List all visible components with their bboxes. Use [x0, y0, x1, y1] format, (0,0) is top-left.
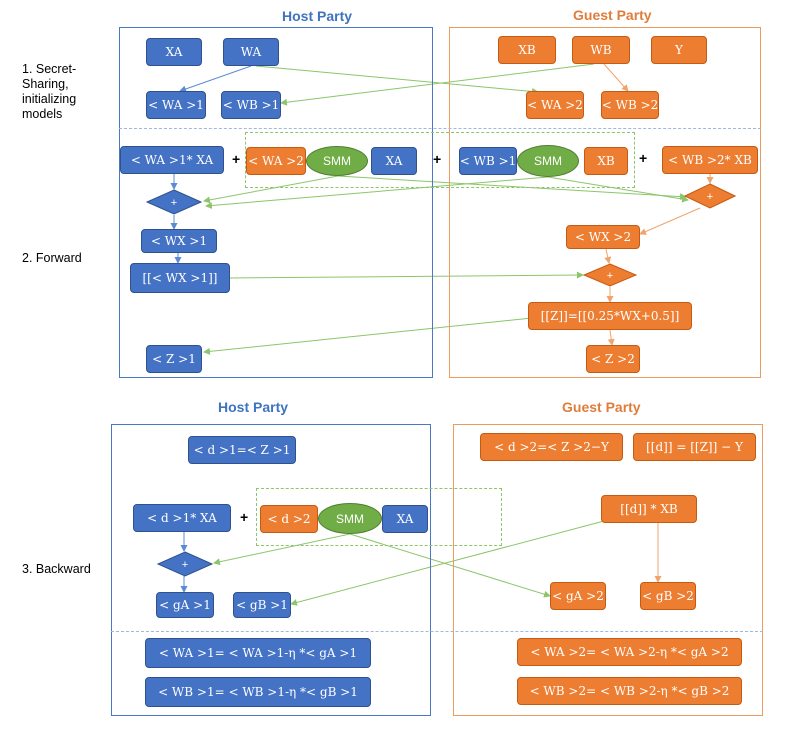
step-1-line: models	[22, 107, 63, 121]
top-plus-sign: +	[433, 151, 442, 167]
host-wx1-box: < WX >1	[141, 229, 217, 253]
guest-wb2xb-box: < WB >2* XB	[662, 146, 758, 174]
diamond-plus: +	[171, 197, 177, 209]
host-wb1-box: < WB >1	[221, 91, 281, 119]
host-sum-diamond: +	[146, 189, 202, 215]
arrow-wa-to-wa1	[179, 65, 252, 93]
top-smm-group	[245, 132, 635, 188]
guest-dxb-box: [[d]] * XB	[601, 495, 697, 523]
step-1-label: 1. Secret- Sharing, initializing models	[22, 62, 76, 122]
host-xa-box: XA	[146, 38, 202, 66]
guest-d2-box: < d >2=< Z >2−Y	[480, 433, 623, 461]
arrow-smm2-to-guest-sum	[547, 176, 689, 203]
guest-smm-ellipse: SMM	[517, 145, 579, 177]
guest-xb-smm-box: XB	[584, 147, 628, 175]
host-smm-ellipse: SMM	[306, 146, 368, 176]
host-z1-box: < Z >1	[146, 345, 202, 373]
arrow-wb-to-wb2	[603, 63, 629, 92]
step-1-line: initializing	[22, 92, 77, 106]
arrow-enc-wx1-to-guest-sum	[229, 271, 584, 279]
top-host-title: Host Party	[282, 8, 353, 24]
host-update-wb-box: < WB >1= < WB >1-η *< gB >1	[145, 677, 371, 707]
host-d1xa-box: < d >1* XA	[133, 504, 231, 532]
guest-update-wb-box: < WB >2= < WB >2-η *< gB >2	[517, 677, 742, 705]
arrow-smm2-to-host-sum	[205, 176, 549, 209]
guest-wb-box: WB	[572, 36, 630, 64]
arrow-wb-to-host-wb1	[280, 63, 595, 106]
host-update-wa-box: < WA >1= < WA >1-η *< gA >1	[145, 638, 371, 668]
bottom-host-title: Host Party	[218, 399, 289, 415]
arrow-sum-to-wx2	[639, 207, 701, 235]
top-plus-sign: +	[232, 151, 241, 167]
host-xa-smm-box: XA	[371, 147, 417, 175]
guest-gb2-box: < gB >2	[640, 582, 696, 610]
top-host-panel	[119, 27, 433, 378]
guest-wb2-box: < WB >2	[601, 91, 659, 119]
arrow-dxb-to-host-gb1	[290, 520, 605, 606]
arrow-smm-to-host-sum	[203, 175, 339, 204]
arrow-smm-to-host-grad-sum	[213, 533, 351, 566]
host-d1-box: < d >1=< Z >1	[188, 436, 296, 464]
guest-z-enc-box: [[Z]]=[[0.25*WX+0.5]]	[528, 302, 692, 330]
arrow-smm-to-guest-sum	[337, 175, 687, 201]
step-2-label: 2. Forward	[22, 251, 82, 265]
diamond-plus: +	[182, 559, 188, 571]
bottom-guest-panel	[453, 424, 763, 716]
host-wa1-box: < WA >1	[146, 91, 206, 119]
host-wa2-box: < WA >2	[246, 147, 306, 175]
arrow-wa-to-guest-wa2	[255, 65, 539, 95]
guest-wb1-box: < WB >1	[459, 147, 517, 175]
diamond-plus: +	[607, 270, 613, 282]
host-grad-sum-diamond: +	[157, 551, 213, 577]
guest-z2-box: < Z >2	[586, 345, 640, 373]
arrow-z-to-host-z1	[203, 317, 533, 355]
host-ga1-box: < gA >1	[156, 592, 214, 618]
bottom-smm-group	[256, 488, 502, 546]
step-1-line: Sharing,	[22, 77, 69, 91]
host-enc-wx1-box: [[< WX >1]]	[130, 263, 230, 293]
bottom-host-panel	[111, 424, 431, 716]
guest-xb-box: XB	[498, 36, 556, 64]
guest-ga2-box: < gA >2	[550, 582, 606, 610]
host-smm-ellipse-bottom: SMM	[318, 503, 382, 534]
top-guest-panel	[449, 27, 761, 378]
host-d2-box: < d >2	[260, 505, 318, 533]
top-guest-title: Guest Party	[573, 7, 652, 23]
bottom-guest-title: Guest Party	[562, 399, 641, 415]
diamond-plus: +	[707, 191, 713, 203]
arrow-smm-to-guest-ga2	[349, 533, 551, 598]
top-step-separator	[119, 128, 761, 129]
guest-enc-sum-diamond: +	[583, 263, 637, 287]
arrow-wx2-to-enc-sum	[604, 248, 612, 264]
guest-y-box: Y	[651, 36, 707, 64]
host-wa1xa-box: < WA >1* XA	[120, 146, 224, 174]
bottom-step-separator	[111, 631, 763, 632]
top-plus-sign: +	[639, 150, 648, 166]
bottom-plus-sign: +	[240, 509, 249, 525]
step-3-label: 3. Backward	[22, 562, 91, 576]
guest-update-wa-box: < WA >2= < WA >2-η *< gA >2	[517, 638, 742, 666]
host-xa-smm-bottom-box: XA	[382, 505, 428, 533]
guest-d-enc-box: [[d]] = [[Z]] − Y	[633, 433, 756, 461]
guest-wx2-box: < WX >2	[566, 225, 640, 249]
arrow-z-to-z2	[607, 329, 615, 346]
guest-wa2-box: < WA >2	[526, 91, 584, 119]
host-gb1-box: < gB >1	[233, 592, 291, 618]
guest-sum-diamond: +	[684, 183, 736, 209]
host-wa-box: WA	[223, 38, 279, 66]
step-1-line: 1. Secret-	[22, 62, 77, 76]
